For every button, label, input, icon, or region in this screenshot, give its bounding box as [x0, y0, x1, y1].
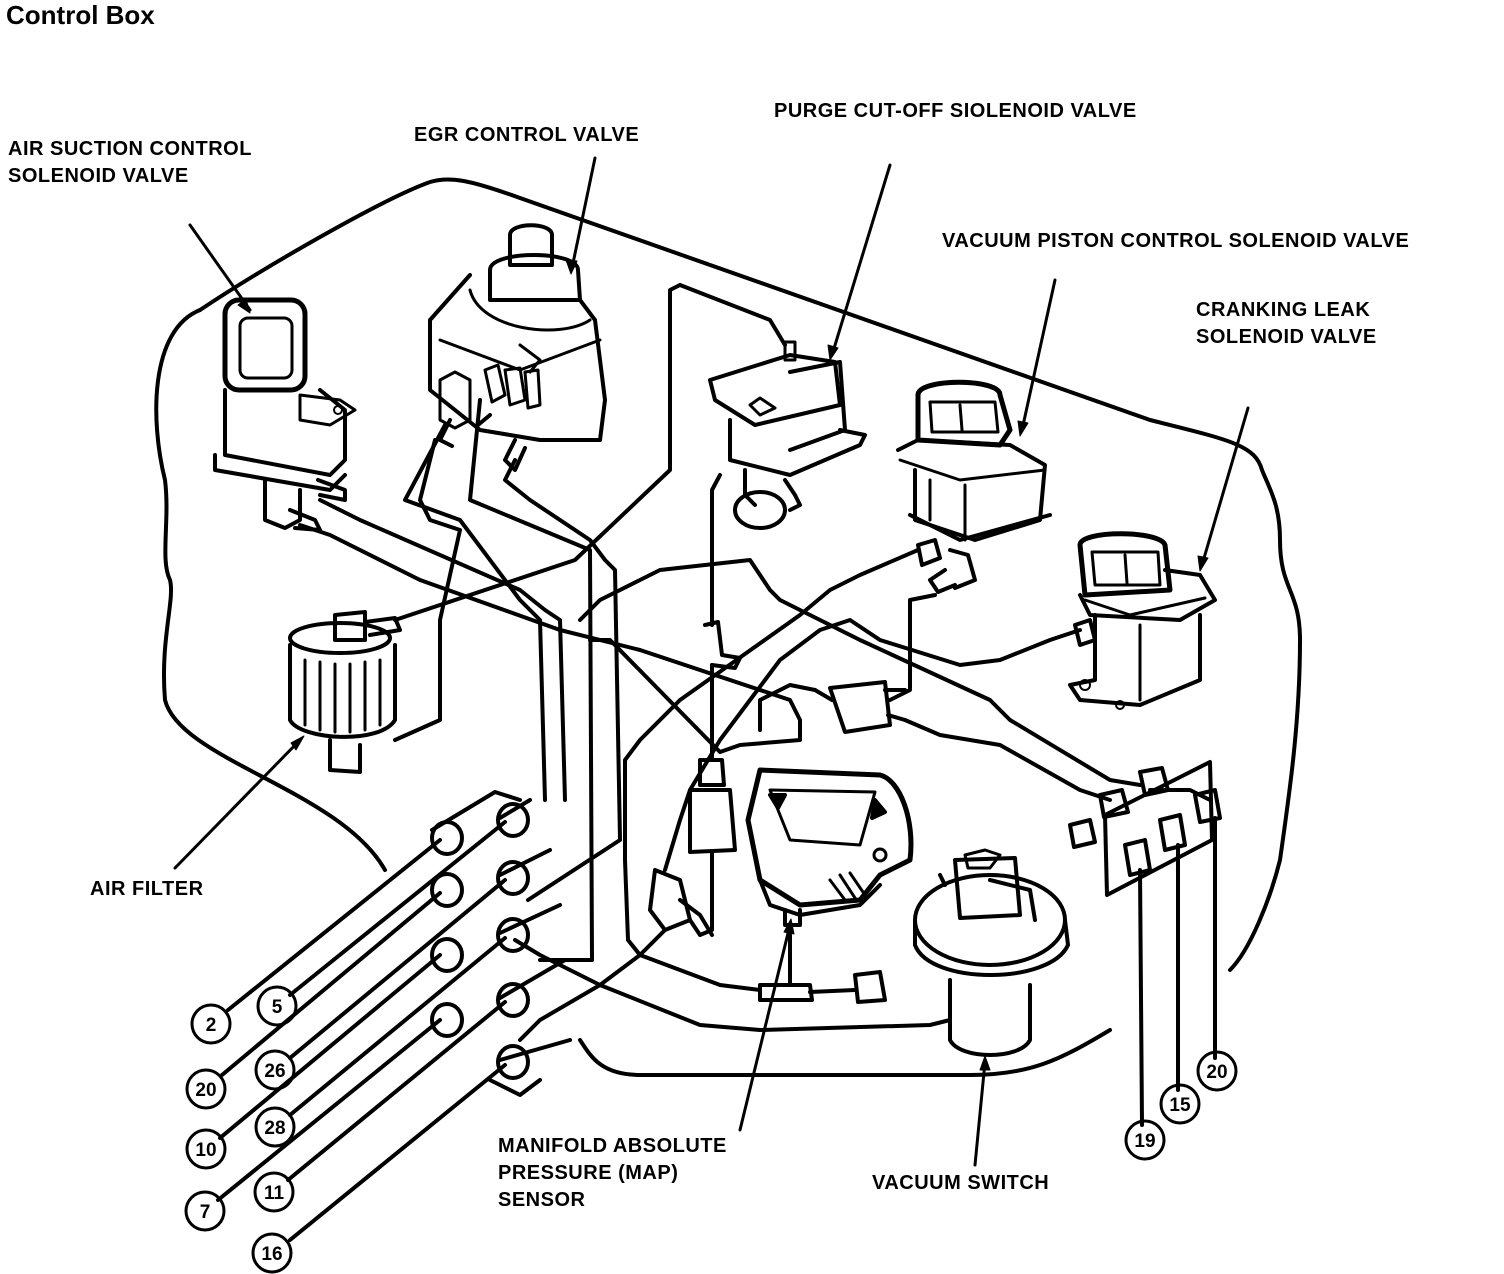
- cranking-leak-solenoid-valve: [1068, 531, 1217, 710]
- port-number-7: 7: [200, 1202, 211, 1223]
- pointer-cranking-leak: [1200, 406, 1250, 567]
- bottom-tee-and-cap: [758, 970, 887, 1004]
- label-air-suction-control-solenoid-valve: AIR SUCTION CONTROL SOLENOID VALVE: [8, 138, 252, 187]
- control-box-bottom-edge: [578, 1028, 1112, 1077]
- port-number-15: 15: [1169, 1095, 1191, 1116]
- vacuum-piston-control-solenoid-valve: [896, 379, 1052, 594]
- port-number-26: 26: [264, 1061, 285, 1082]
- port-circle-28: [254, 1106, 296, 1148]
- port-number-labels: 2 20 10 7 5 26 28 11 16 19 15 20: [195, 997, 1227, 1265]
- small-tee-upper: [703, 620, 742, 670]
- label-cranking-leak-solenoid-valve: CRANKING LEAK SOLENOID VALVE: [1196, 299, 1377, 348]
- port-number-circles: [184, 985, 1238, 1274]
- inline-tee-fitting: [648, 868, 714, 937]
- inline-fitting-left: [688, 758, 737, 854]
- label-egr-control-valve: EGR CONTROL VALVE: [414, 124, 640, 146]
- port-circle-11: [253, 1171, 295, 1213]
- port-number-11: 11: [264, 1183, 285, 1204]
- air-filter: [288, 610, 402, 774]
- port-circle-20-left: [185, 1068, 227, 1110]
- map-sensor: [745, 767, 914, 927]
- label-air-filter: AIR FILTER: [90, 878, 204, 900]
- vacuum-hoses: [298, 283, 1212, 1042]
- port-circle-16: [251, 1232, 293, 1274]
- port-circle-26: [254, 1049, 296, 1091]
- port-number-2: 2: [206, 1015, 217, 1036]
- vacuum-switch: [913, 848, 1070, 1057]
- port-number-16: 16: [261, 1244, 282, 1265]
- label-vacuum-switch: VACUUM SWITCH: [872, 1172, 1050, 1194]
- port-circle-10: [185, 1128, 227, 1170]
- port-number-20-left: 20: [195, 1080, 216, 1101]
- left-tube-bundle: [216, 790, 572, 1242]
- port-number-5: 5: [272, 997, 283, 1018]
- pointer-egr: [570, 156, 597, 270]
- pointer-purge-cut-off: [830, 163, 892, 357]
- pointer-air-filter: [173, 738, 302, 870]
- port-number-10: 10: [195, 1140, 216, 1161]
- port-number-19: 19: [1134, 1131, 1155, 1152]
- page-title: Control Box: [6, 0, 155, 30]
- port-circle-20-right: [1196, 1050, 1238, 1092]
- label-vacuum-piston-control-solenoid-valve: VACUUM PISTON CONTROL SOLENOID VALVE: [942, 230, 1410, 252]
- pointer-map-sensor: [738, 923, 792, 1132]
- port-circle-2: [190, 1003, 232, 1045]
- port-circle-15: [1159, 1083, 1201, 1125]
- right-port-leaders: [1138, 816, 1217, 1127]
- pointer-vacuum-switch: [973, 1060, 987, 1167]
- label-map-sensor: MANIFOLD ABSOLUTE PRESSURE (MAP) SENSOR: [498, 1135, 727, 1211]
- right-port-plate: [1068, 760, 1222, 897]
- egr-control-valve: [428, 223, 607, 472]
- port-number-28: 28: [264, 1118, 285, 1139]
- port-circle-19: [1124, 1119, 1166, 1161]
- control-box-top-edge: [198, 177, 1302, 972]
- port-number-20-right: 20: [1206, 1062, 1227, 1083]
- control-box-outline: [154, 308, 387, 872]
- port-circle-5: [256, 985, 298, 1027]
- pointer-air-suction: [188, 223, 252, 312]
- port-circle-7: [184, 1190, 226, 1232]
- pointer-vacuum-piston: [1020, 278, 1057, 432]
- label-purge-cut-off-solenoid-valve: PURGE CUT-OFF SIOLENOID VALVE: [774, 100, 1137, 122]
- air-suction-control-solenoid-valve: [213, 297, 357, 532]
- purge-cut-off-solenoid-valve: [708, 340, 867, 530]
- check-valve-center: [813, 680, 907, 734]
